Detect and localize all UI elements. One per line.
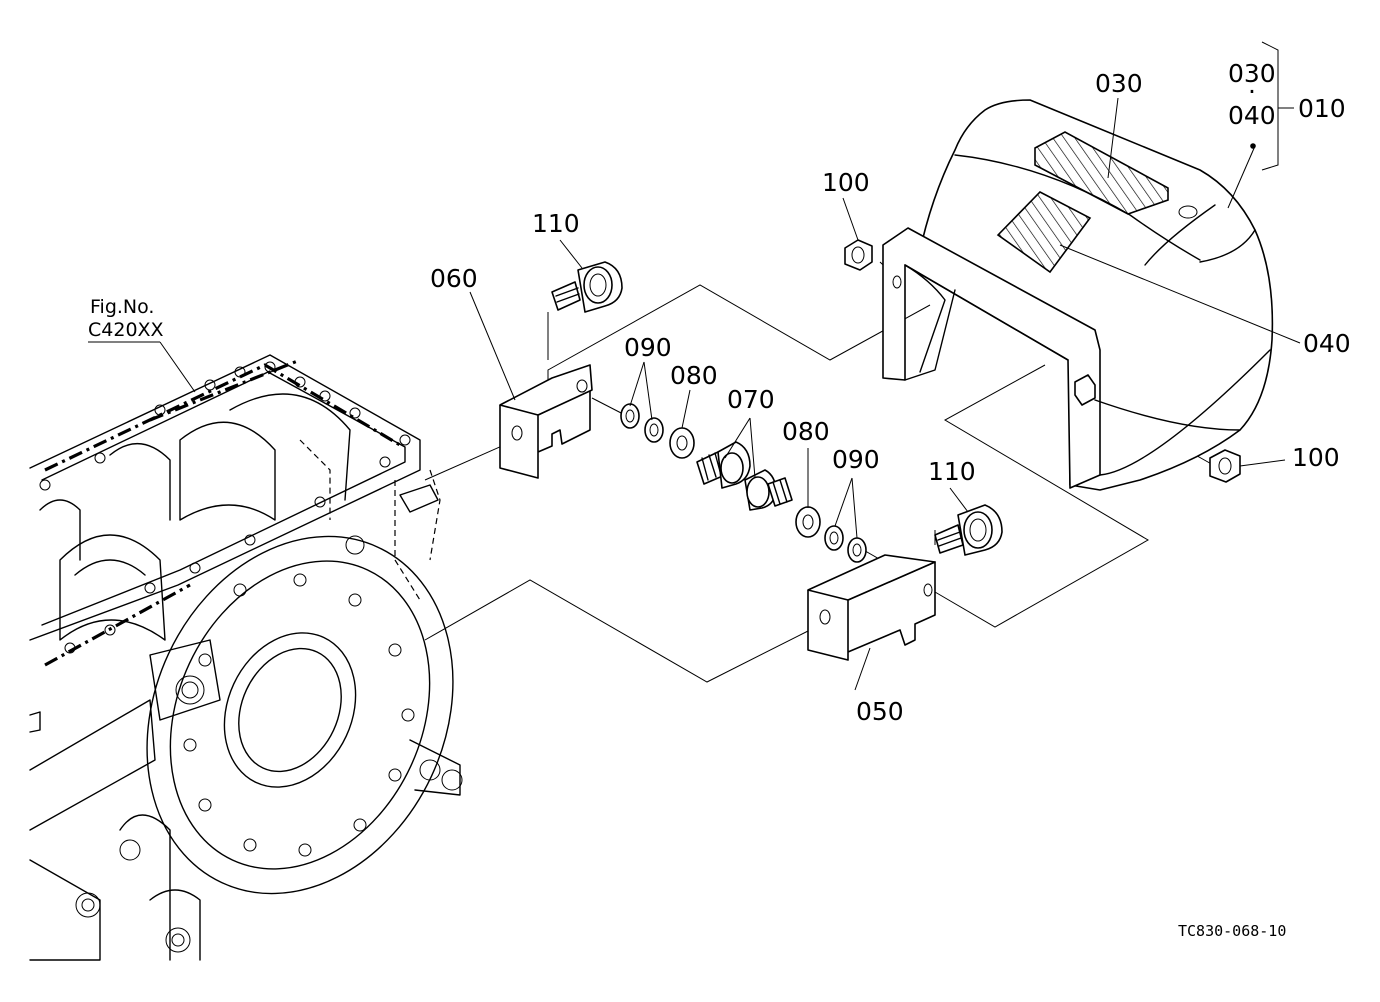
drawing-code: TC830-068-10: [1178, 922, 1286, 940]
bracket-060: [499, 364, 593, 479]
labels: Fig.No. C420XX 030 · 040 010 030 040 050…: [88, 59, 1351, 940]
bolt-070-b: [744, 469, 793, 511]
leader-lines: [88, 41, 1301, 691]
callout-070: 070: [727, 385, 775, 414]
callout-110-lower: 110: [928, 457, 976, 486]
washers-upper: [620, 403, 695, 459]
callout-100-upper: 100: [822, 168, 870, 197]
cover-010: [882, 99, 1274, 491]
callout-080-upper: 080: [670, 361, 718, 390]
group-label-assembly: 010: [1298, 94, 1346, 123]
callout-090-upper: 090: [624, 333, 672, 362]
callout-090-lower: 090: [832, 445, 880, 474]
nut-100-lower: [1209, 449, 1241, 483]
bracket-050: [807, 554, 936, 661]
callout-080-lower: 080: [782, 417, 830, 446]
callout-030: 030: [1095, 69, 1143, 98]
group-label-top: 030: [1228, 59, 1276, 88]
bolt-110-upper: [551, 261, 623, 313]
nut-100-upper: [844, 239, 873, 271]
callout-110-upper: 110: [532, 209, 580, 238]
fig-label: Fig.No.: [90, 296, 154, 318]
callout-100-lower: 100: [1292, 443, 1340, 472]
washers-lower: [795, 506, 867, 563]
callout-040: 040: [1303, 329, 1351, 358]
group-label-bottom: 040: [1228, 101, 1276, 130]
fig-number: C420XX: [88, 319, 164, 341]
callout-060: 060: [430, 264, 478, 293]
callout-050: 050: [856, 697, 904, 726]
bolt-110-lower: [934, 504, 1003, 556]
transmission-case: [29, 354, 463, 961]
group-label-dot: ·: [1248, 77, 1256, 106]
bolt-070-a: [696, 441, 751, 489]
